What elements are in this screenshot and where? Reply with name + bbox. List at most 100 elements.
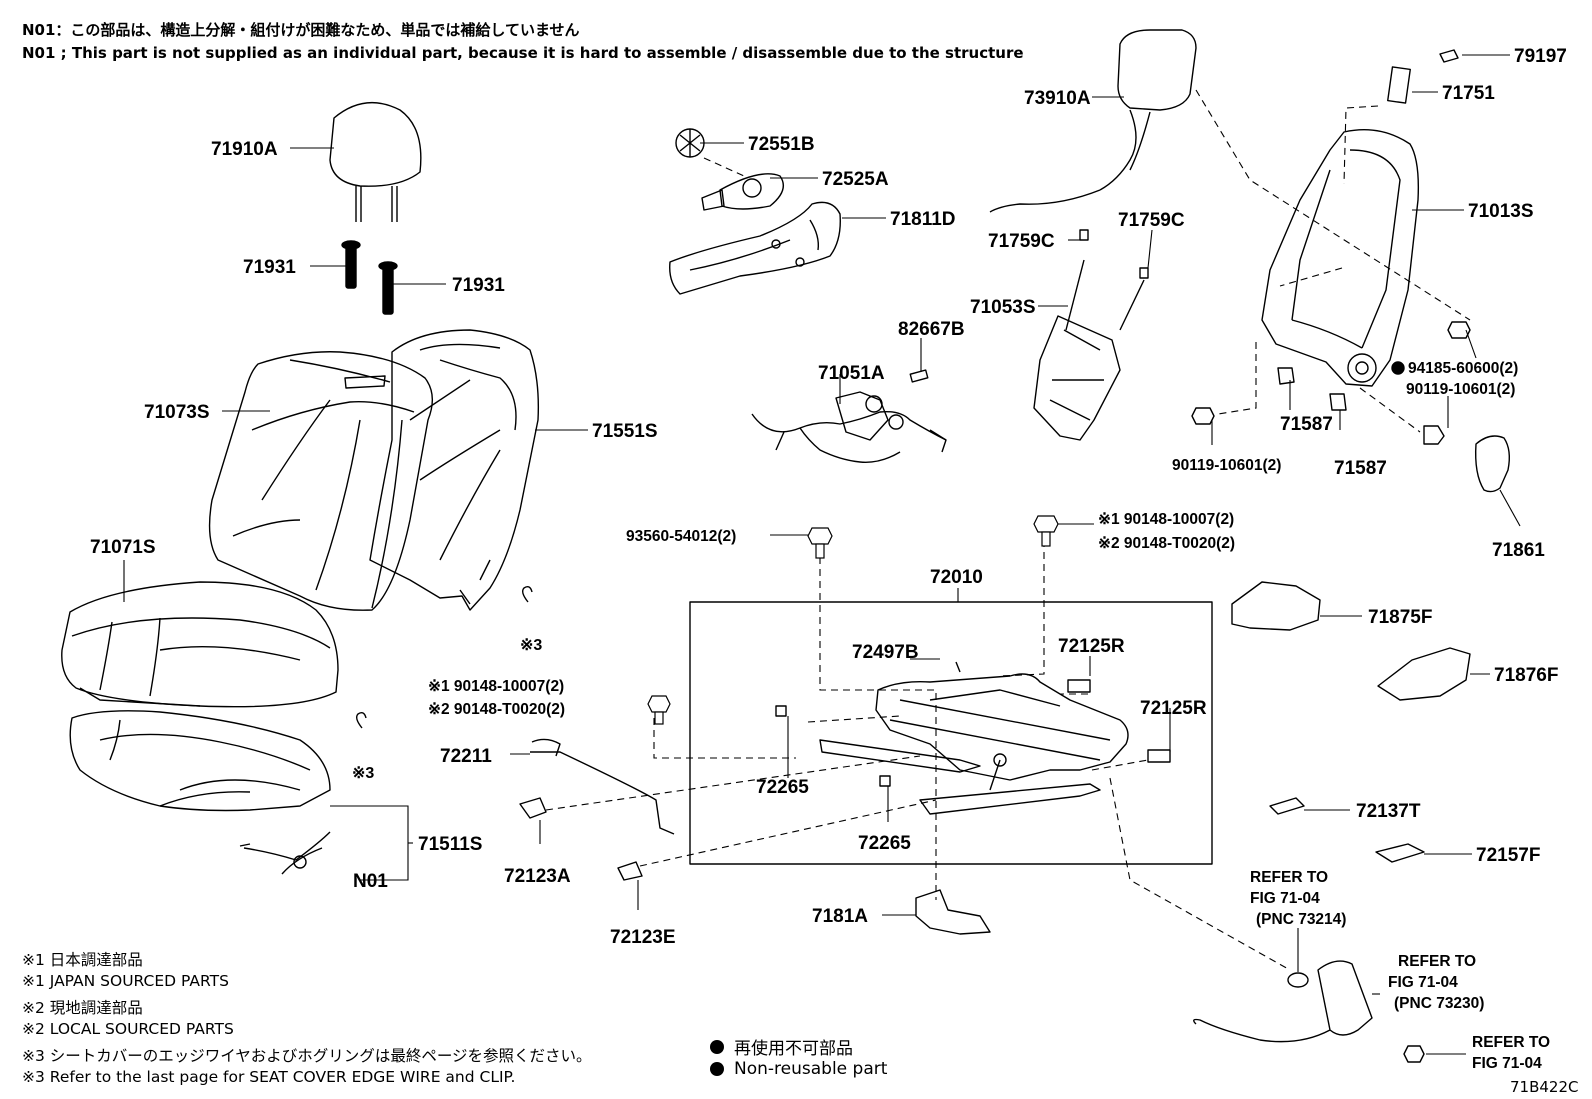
hog-ring-drawing-1	[521, 585, 533, 603]
label-71751: 71751	[1442, 83, 1495, 104]
label-71071S: 71071S	[90, 537, 156, 558]
legend-en-text: Non-reusable part	[734, 1059, 888, 1079]
part-71861-drawing	[1474, 435, 1511, 493]
refer-3-line2: FIG 71-04	[1472, 1055, 1542, 1072]
refer-1-line1: REFER TO	[1250, 869, 1328, 886]
airbag-drawing	[989, 29, 1197, 213]
note-n01-en: N01 ; This part is not supplied as an in…	[22, 44, 1024, 62]
wire-harness-drawing	[751, 391, 947, 463]
label-72125R-b: 72125R	[1140, 698, 1207, 719]
label-7181A: 7181A	[812, 906, 868, 927]
refer-1-line2: FIG 71-04	[1250, 890, 1320, 907]
label-71811D: 71811D	[890, 209, 956, 230]
label-71013S: 71013S	[1468, 201, 1534, 222]
seatback-cover-drawing	[208, 351, 433, 611]
legend-non-reusable-jp: 再使用不可部品	[710, 1034, 853, 1059]
connector-82667b-drawing	[909, 369, 929, 383]
footnote-3-jp: ※3 シートカバーのエッジワイヤおよびホグリングは最終ページを参照ください。	[22, 1047, 592, 1065]
n01-wire-drawing	[239, 831, 331, 875]
label-72265-a: 72265	[756, 777, 809, 798]
side-shield-drawing	[669, 201, 841, 295]
label-72525A: 72525A	[822, 169, 889, 190]
label-mark3-lower: ※3	[352, 765, 374, 782]
label-71931-right: 71931	[452, 275, 505, 296]
adjuster-group-box	[689, 601, 1213, 865]
label-72010: 72010	[930, 567, 983, 588]
label-72123A: 72123A	[504, 866, 571, 887]
label-71861: 71861	[1492, 540, 1545, 561]
hog-ring-drawing-2	[355, 711, 367, 729]
label-82667B: 82667B	[898, 319, 965, 340]
recliner-knob-drawing	[675, 128, 784, 211]
part-72137t-drawing	[1269, 797, 1305, 815]
label-90148-left-1: ※1 90148-10007(2)	[428, 678, 564, 695]
label-72211: 72211	[440, 746, 492, 767]
fastener-drawings-right	[1191, 321, 1471, 445]
seatback-frame-drawing	[1261, 49, 1459, 387]
label-71759C-left: 71759C	[988, 231, 1055, 252]
label-90148-top-2: ※2 90148-T0020(2)	[1098, 535, 1235, 552]
label-72497B: 72497B	[852, 642, 919, 663]
refer-2-line1: REFER TO	[1398, 953, 1476, 970]
seatback-pad-drawing	[369, 329, 539, 611]
bolt-drawings	[647, 515, 1059, 725]
part-71875f-drawing	[1231, 581, 1321, 631]
non-reusable-dot-icon	[710, 1062, 724, 1076]
headrest-drawing	[329, 101, 422, 222]
label-71511S: 71511S	[418, 834, 482, 855]
legend-jp-text: 再使用不可部品	[734, 1039, 853, 1059]
footnote-2-en: ※2 LOCAL SOURCED PARTS	[22, 1020, 234, 1038]
bracket-7181a-drawing	[915, 889, 991, 935]
label-71053S: 71053S	[970, 297, 1036, 318]
label-94185: 94185-60600(2)	[1408, 360, 1518, 377]
label-71587-b: 71587	[1334, 458, 1387, 479]
label-71931-left: 71931	[243, 257, 296, 278]
label-71051A: 71051A	[818, 363, 885, 384]
refer-2-line3: (PNC 73230)	[1394, 995, 1484, 1012]
label-mark3-upper: ※3	[520, 637, 542, 654]
headrest-guide-drawings	[341, 240, 398, 315]
label-72125R-a: 72125R	[1058, 636, 1125, 657]
refer-2-line2: FIG 71-04	[1388, 974, 1458, 991]
refer-3-line1: REFER TO	[1472, 1034, 1550, 1051]
seat-adjuster-drawing	[775, 661, 1171, 815]
label-71876F: 71876F	[1494, 665, 1558, 686]
label-90148-top-1: ※1 90148-10007(2)	[1098, 511, 1234, 528]
footnote-1-jp: ※1 日本調達部品	[22, 951, 143, 969]
clip-72123a-drawing	[519, 797, 547, 819]
footnote-3-en: ※3 Refer to the last page for SEAT COVER…	[22, 1068, 516, 1086]
label-72157F: 72157F	[1476, 845, 1540, 866]
label-71759C-right: 71759C	[1118, 210, 1185, 231]
label-71875F: 71875F	[1368, 607, 1432, 628]
cushion-pad-drawing	[69, 710, 331, 812]
note-n01-jp: N01：この部品は、構造上分解・組付けが困難なため、単品では補給していません	[22, 21, 580, 39]
label-90119-left: 90119-10601(2)	[1172, 457, 1281, 474]
non-reusable-dot-94185	[1391, 361, 1405, 375]
label-N01: N01	[353, 871, 388, 892]
label-72123E: 72123E	[610, 927, 676, 948]
label-71551S: 71551S	[592, 421, 658, 442]
label-72265-b: 72265	[858, 833, 911, 854]
legend-non-reusable-en: Non-reusable part	[710, 1059, 887, 1079]
refer-1-line3: (PNC 73214)	[1256, 911, 1346, 928]
label-73910A: 73910A	[1024, 88, 1091, 109]
label-72551B: 72551B	[748, 134, 815, 155]
label-90119-right: 90119-10601(2)	[1406, 381, 1515, 398]
non-reusable-dot-icon	[710, 1039, 724, 1054]
part-72157f-drawing	[1375, 843, 1425, 863]
label-72137T: 72137T	[1356, 801, 1421, 822]
label-79197: 79197	[1514, 46, 1567, 67]
lumbar-support-drawing	[1033, 229, 1149, 441]
label-71073S: 71073S	[144, 402, 210, 423]
seatbelt-buckle-drawing	[1193, 960, 1425, 1063]
label-90148-left-2: ※2 90148-T0020(2)	[428, 701, 565, 718]
footnote-2-jp: ※2 現地調達部品	[22, 999, 143, 1017]
label-71587-a: 71587	[1280, 414, 1333, 435]
label-71910A: 71910A	[211, 139, 278, 160]
label-93560: 93560-54012(2)	[626, 528, 736, 545]
part-71876f-drawing	[1377, 647, 1471, 701]
figure-code: 71B422C	[1510, 1078, 1579, 1096]
cushion-cover-drawing	[61, 581, 339, 708]
footnote-1-en: ※1 JAPAN SOURCED PARTS	[22, 972, 229, 990]
